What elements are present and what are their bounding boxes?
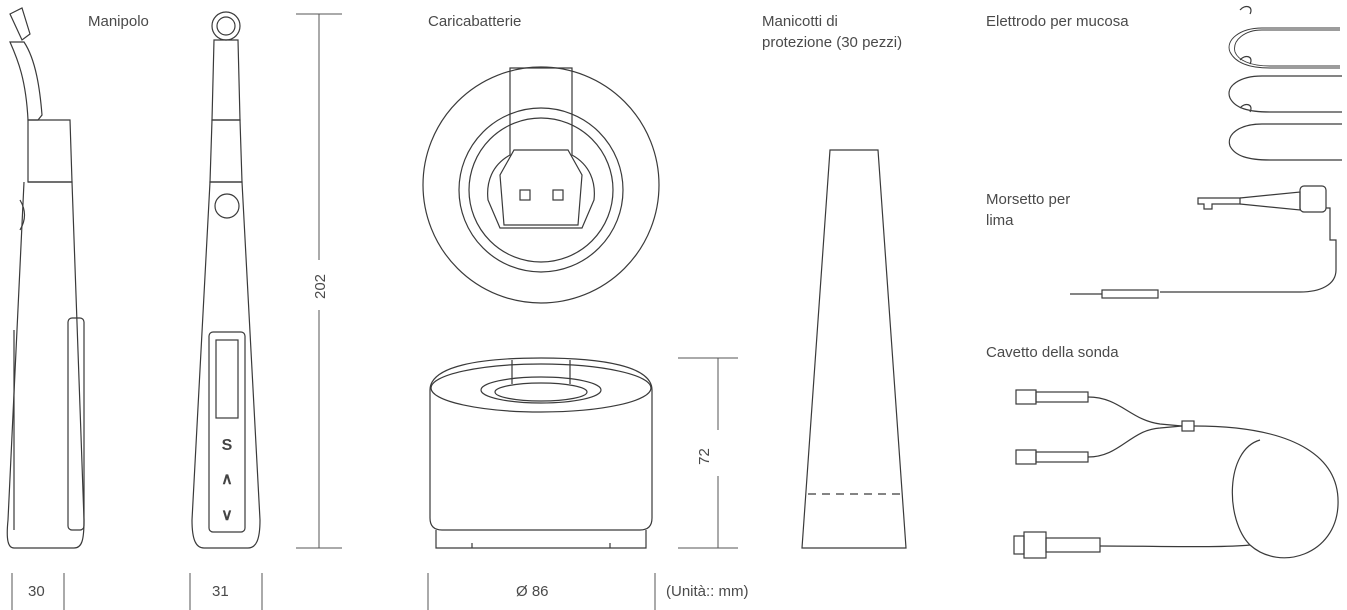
probe-cable-label: Cavetto della sonda [986, 344, 1119, 361]
sleeves-label-line1: Manicotti di [762, 13, 838, 30]
file-clip-label-line1: Morsetto per [986, 191, 1071, 208]
file-clip-drawing [1070, 185, 1337, 299]
mucosa-electrode-drawing [1228, 5, 1342, 161]
handpiece-front-view [191, 11, 261, 549]
charger-side-view [429, 357, 653, 549]
button-up: ∧ [221, 471, 233, 488]
button-down: ∨ [221, 507, 233, 524]
sleeves-label-line2: protezione (30 pezzi) [762, 34, 903, 51]
dimension-handpiece-width-front: 31 [212, 583, 229, 600]
dimension-lines [11, 13, 738, 610]
charger-label: Caricabatterie [428, 13, 522, 30]
dimension-handpiece-width-side: 30 [28, 583, 45, 600]
dimension-charger-diameter: Ø 86 [516, 583, 549, 600]
mucosa-electrode-label: Elettrodo per mucosa [986, 13, 1129, 30]
handpiece-label: Manipolo [88, 13, 149, 30]
handpiece-side-view [6, 7, 85, 549]
file-clip-label-line2: lima [986, 212, 1014, 229]
unit-note: (Unità:: mm) [666, 583, 749, 600]
probe-cable-drawing [1013, 389, 1339, 559]
protective-sleeve [801, 149, 907, 549]
button-s: S [222, 437, 233, 454]
charger-top-view [422, 66, 660, 304]
